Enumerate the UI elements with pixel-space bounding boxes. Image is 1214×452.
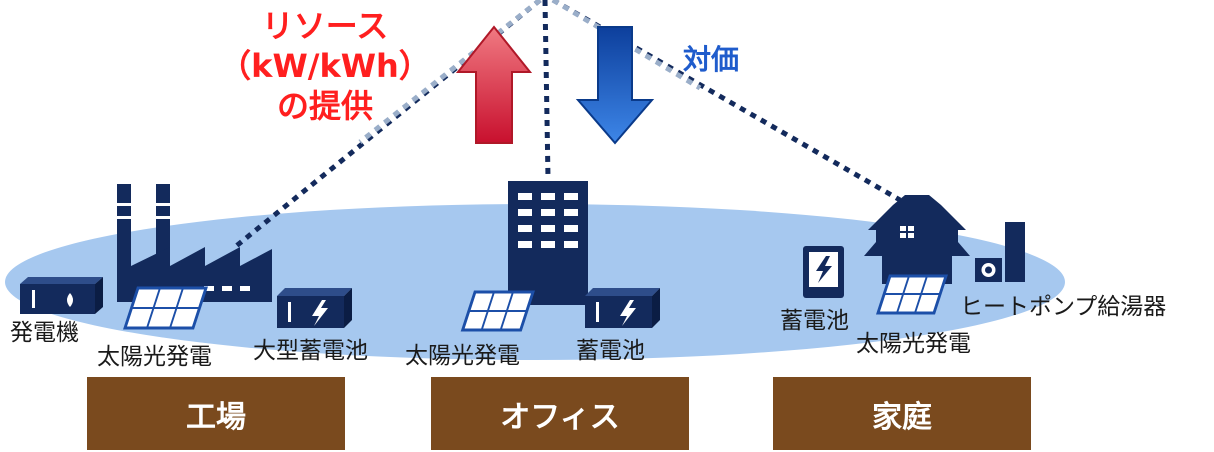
solar-panel-home-icon bbox=[875, 274, 948, 315]
battery-office-label: 蓄電池 bbox=[576, 338, 645, 364]
line-faint-left bbox=[358, 0, 542, 144]
solar-factory-label: 太陽光発電 bbox=[97, 344, 212, 370]
category-home-label: 家庭 bbox=[872, 399, 932, 435]
solar-panel-office-icon bbox=[460, 290, 535, 332]
up-arrow bbox=[455, 25, 533, 144]
category-office-label: オフィス bbox=[500, 399, 620, 435]
heat-pump-label: ヒートポンプ給湯器 bbox=[960, 294, 1167, 320]
solar-panel-factory-icon bbox=[123, 286, 208, 330]
large-battery-label: 大型蓄電池 bbox=[253, 338, 368, 364]
resource-label-line1: リソース bbox=[261, 7, 389, 45]
resource-label: リソース （kW/kWh） の提供 bbox=[215, 10, 435, 122]
office-battery-icon bbox=[585, 288, 660, 328]
category-home-box: 家庭 bbox=[773, 377, 1031, 450]
house-icon bbox=[864, 195, 970, 284]
office-building-icon bbox=[508, 181, 588, 305]
home-battery-icon bbox=[803, 246, 844, 298]
resource-label-line2: （kW/kWh） bbox=[219, 47, 431, 85]
generator-icon bbox=[20, 277, 103, 314]
solar-home-label: 太陽光発電 bbox=[856, 331, 971, 357]
down-arrow bbox=[575, 26, 655, 145]
category-factory-box: 工場 bbox=[87, 377, 345, 450]
factory-icon bbox=[117, 184, 272, 302]
payment-label: 対価 bbox=[683, 43, 740, 76]
heat-pump-icon bbox=[975, 222, 1025, 282]
resource-label-line3: の提供 bbox=[276, 87, 373, 125]
battery-home-label: 蓄電池 bbox=[780, 308, 849, 334]
solar-office-label: 太陽光発電 bbox=[405, 343, 520, 369]
category-office-box: オフィス bbox=[431, 377, 689, 450]
line-office-to-apex bbox=[542, 0, 551, 179]
generator-label: 発電機 bbox=[10, 320, 79, 346]
large-battery-icon bbox=[277, 288, 352, 328]
category-factory-label: 工場 bbox=[186, 399, 246, 435]
